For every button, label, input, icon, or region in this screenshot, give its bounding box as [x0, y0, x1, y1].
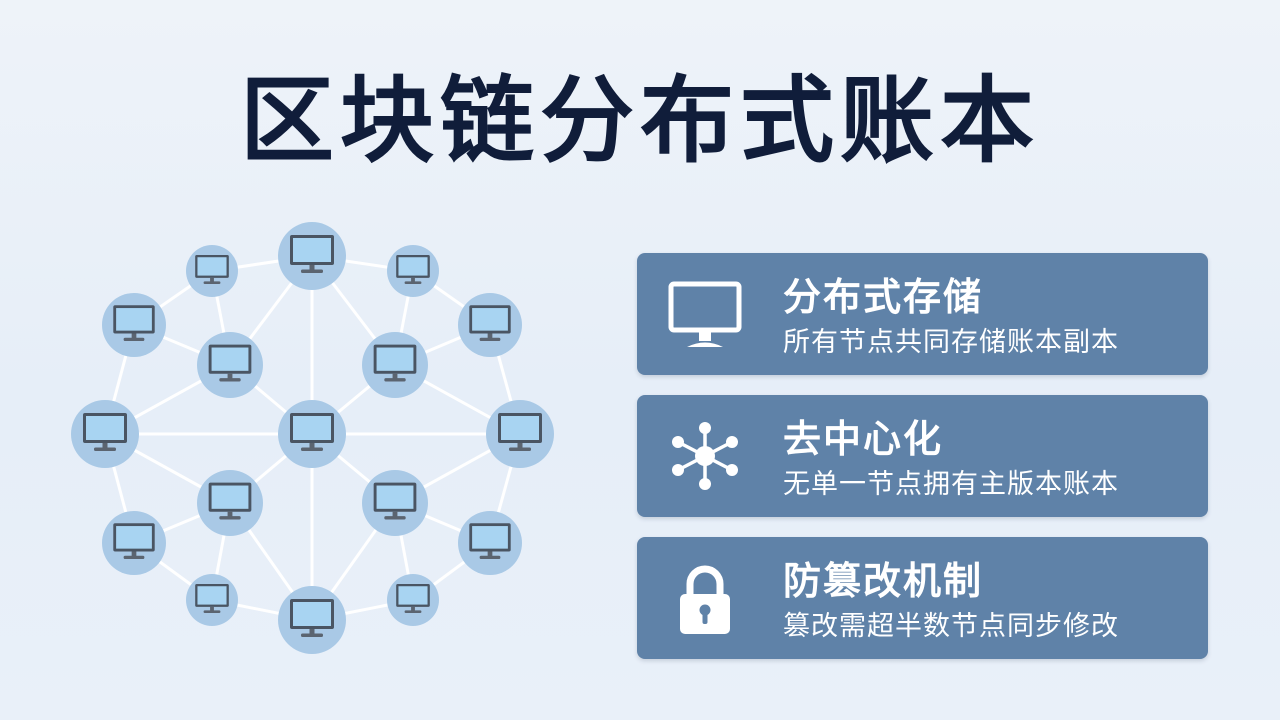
feature-heading: 防篡改机制: [783, 559, 984, 603]
network-node: [71, 400, 139, 468]
computer-monitor-icon: [83, 413, 127, 451]
computer-monitor-icon: [498, 413, 542, 451]
network-node: [102, 293, 166, 357]
network-node: [387, 574, 439, 626]
network-node: [186, 574, 238, 626]
feature-card-tamper-proof: 防篡改机制 篡改需超半数节点同步修改: [637, 537, 1208, 659]
computer-monitor-icon: [373, 344, 417, 382]
computer-monitor-icon: [290, 413, 334, 451]
computer-monitor-icon: [469, 305, 511, 341]
monitor-icon: [668, 281, 742, 347]
computer-monitor-icon: [396, 583, 430, 613]
network-node: [278, 222, 346, 290]
computer-monitor-icon: [396, 254, 430, 284]
network-node: [197, 470, 263, 536]
feature-heading: 分布式存储: [783, 275, 984, 319]
network-node: [362, 470, 428, 536]
network-node: [387, 245, 439, 297]
computer-monitor-icon: [113, 305, 155, 341]
network-node: [486, 400, 554, 468]
network-diagram: [71, 222, 554, 654]
page-title: 区块链分布式账本: [239, 67, 1040, 176]
feature-heading: 去中心化: [783, 417, 944, 461]
computer-monitor-icon: [290, 235, 334, 273]
padlock-icon: [680, 565, 730, 634]
feature-description: 所有节点共同存储账本副本: [783, 327, 1119, 358]
feature-card-distributed-storage: 分布式存储 所有节点共同存储账本副本: [637, 253, 1208, 375]
network-node: [278, 586, 346, 654]
network-node: [362, 332, 428, 398]
feature-description: 无单一节点拥有主版本账本: [783, 469, 1119, 500]
computer-monitor-icon: [469, 523, 511, 559]
computer-monitor-icon: [373, 482, 417, 520]
computer-monitor-icon: [113, 523, 155, 559]
hub-network-icon: [672, 422, 738, 490]
network-node: [458, 511, 522, 575]
computer-monitor-icon: [208, 482, 252, 520]
network-node: [278, 400, 346, 468]
network-node: [186, 245, 238, 297]
network-nodes: [71, 222, 554, 654]
network-node: [102, 511, 166, 575]
computer-monitor-icon: [208, 344, 252, 382]
network-node: [458, 293, 522, 357]
feature-description: 篡改需超半数节点同步修改: [783, 611, 1119, 642]
computer-monitor-icon: [195, 583, 229, 613]
feature-card-decentralization: 去中心化 无单一节点拥有主版本账本: [637, 395, 1208, 517]
computer-monitor-icon: [195, 254, 229, 284]
network-node: [197, 332, 263, 398]
computer-monitor-icon: [290, 599, 334, 637]
